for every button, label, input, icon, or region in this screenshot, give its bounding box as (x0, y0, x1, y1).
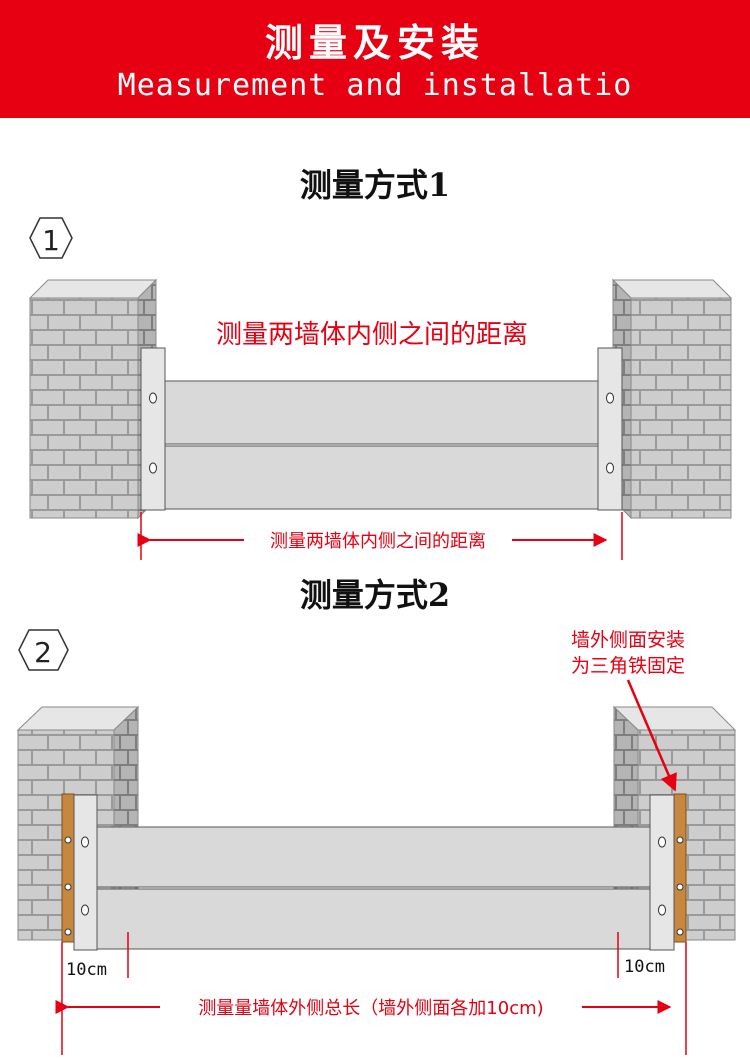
bolt-hole (149, 462, 157, 474)
method1-badge: 1 (29, 217, 73, 259)
method1-right-pillar (611, 278, 733, 520)
note-pointer-arrow (626, 679, 677, 792)
header-title: 测量及安装 (264, 21, 485, 65)
method1-title: 测量方式1 (299, 166, 451, 204)
method2-gate (73, 794, 675, 951)
method1-dim-label: 测量两墙体内侧之间的距离 (270, 531, 486, 552)
method2-right-post (649, 794, 675, 951)
method2-dim-label: 测量量墙体外侧总长（墙外侧面各加10cm) (198, 998, 543, 1019)
right-offset-label: 10cm (624, 957, 665, 977)
method1-dimension: 测量两墙体内侧之间的距离 (137, 512, 623, 560)
bolt-hole (149, 392, 157, 404)
method1-wall-label: 测量两墙体内侧之间的距离 (216, 320, 528, 350)
method2-title: 测量方式2 (299, 576, 451, 614)
header-banner: 测量及安装 Measurement and installatio (0, 0, 750, 118)
method1-right-post (597, 347, 623, 511)
bolt-hole (606, 392, 614, 404)
right-angle-iron (673, 793, 687, 943)
method1-badge-number: 1 (42, 224, 60, 257)
bolt-hole (606, 462, 614, 474)
method1-left-post (140, 347, 166, 511)
method1-gate (140, 347, 623, 511)
method2-badge: 2 (18, 629, 69, 671)
method2-badge-number: 2 (34, 636, 52, 669)
method2-dimension: 测量量墙体外侧总长（墙外侧面各加10cm) (55, 998, 672, 1019)
left-angle-iron (61, 793, 75, 943)
method2-note-line1: 墙外侧面安装 (571, 629, 685, 651)
header-subtitle: Measurement and installatio (117, 68, 633, 103)
method2-left-post (73, 794, 98, 951)
method1-left-pillar (28, 278, 158, 520)
left-offset-label: 10cm (66, 960, 107, 980)
method2-note-line2: 为三角铁固定 (571, 655, 685, 677)
